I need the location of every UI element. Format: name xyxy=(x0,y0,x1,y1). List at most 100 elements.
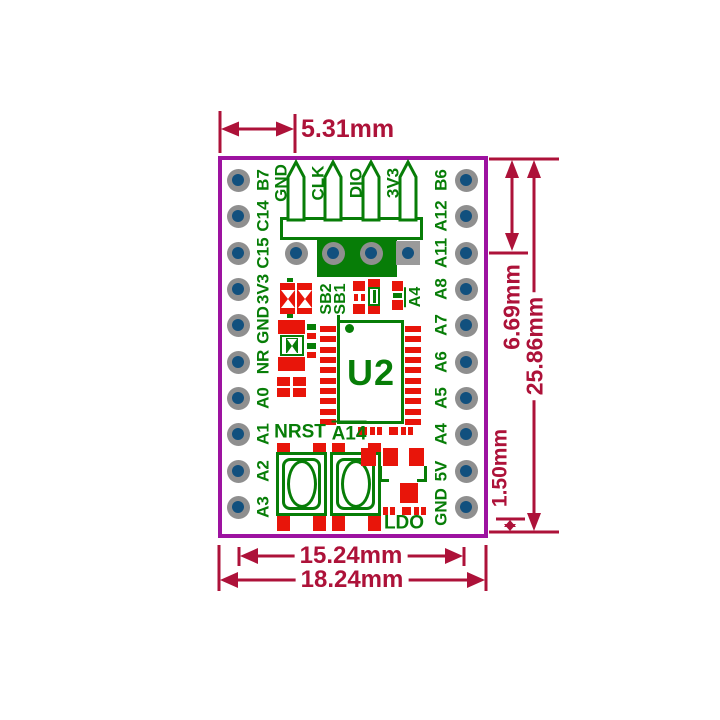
ldo-dash-pad xyxy=(389,427,398,435)
component-pad xyxy=(353,281,365,291)
pin-hole-right xyxy=(454,386,478,410)
component-pad xyxy=(392,300,403,310)
ic-pad-right xyxy=(405,398,421,404)
pin-hole-right xyxy=(454,204,478,228)
ic-pad-left xyxy=(320,326,336,332)
component-pad xyxy=(293,377,306,386)
component-pad xyxy=(368,279,380,287)
pin-hole-left xyxy=(226,386,250,410)
jumper-label-a4: A4 xyxy=(404,286,424,308)
pin-hole-right xyxy=(454,495,478,519)
pin-hole-left xyxy=(226,313,250,337)
ic-pin1-dot xyxy=(345,324,354,333)
button-pad xyxy=(368,515,381,531)
component-pad xyxy=(307,333,316,339)
silk-tick xyxy=(287,314,293,318)
ic-pad-left xyxy=(320,336,336,342)
ic-pad-right xyxy=(405,419,421,425)
ldo-pad xyxy=(361,448,376,466)
ldo-dash-pad xyxy=(370,427,375,435)
pin-label-right: A8 xyxy=(431,278,451,300)
component-pad xyxy=(277,388,290,397)
ldo-dash-pad xyxy=(401,427,406,435)
component-pad xyxy=(353,304,365,314)
dim-board-width: 18.24mm xyxy=(295,567,409,593)
ldo-dash-pad xyxy=(408,427,413,435)
button-cap xyxy=(282,458,321,510)
pin-label-left: 3V3 xyxy=(253,273,273,305)
header-pin-label: DIO xyxy=(346,167,366,199)
pin-hole-left xyxy=(226,350,250,374)
ic-pad-left xyxy=(320,357,336,363)
pin-label-right: A12 xyxy=(431,200,451,232)
ic-pad-left xyxy=(320,347,336,353)
ldo-dash-pad xyxy=(377,427,382,435)
pin-hole-left xyxy=(226,459,250,483)
solder-bridge-pad xyxy=(297,283,312,314)
pin-label-left: GND xyxy=(253,306,273,344)
pin-hole-right xyxy=(454,241,478,265)
ic-pad-right xyxy=(405,336,421,342)
button-cap xyxy=(336,458,375,510)
pin-hole-left xyxy=(226,241,250,265)
silk-dash xyxy=(307,324,316,330)
ic-pad-left xyxy=(320,419,336,425)
button-pad xyxy=(277,515,290,531)
pin-label-left: A1 xyxy=(253,423,273,445)
header-hole xyxy=(321,241,345,265)
ic-pad-right xyxy=(405,367,421,373)
component-pad xyxy=(361,294,365,301)
ic-pad-left xyxy=(320,398,336,404)
button-plunger xyxy=(340,460,371,508)
dim-pin-columns-span: 15.24mm xyxy=(294,543,408,569)
ic-pad-right xyxy=(405,388,421,394)
dim-swd-row-offset: 6.69mm xyxy=(498,264,525,350)
pin-hole-right xyxy=(454,350,478,374)
ic-pad-left xyxy=(320,388,336,394)
ic-pad-right xyxy=(405,326,421,332)
user-button-label: A14 xyxy=(331,420,367,444)
solder-bridge-label-sb1: SB1 xyxy=(332,283,349,315)
component-pad xyxy=(278,357,305,371)
ldo-dash-pad xyxy=(390,507,395,515)
component-pad xyxy=(392,281,403,291)
component-pad xyxy=(293,388,306,397)
ic-pad-right xyxy=(405,347,421,353)
regulator-label: LDO xyxy=(383,512,425,534)
component-pad xyxy=(278,320,305,334)
pin-hole-left xyxy=(226,422,250,446)
ldo-pad xyxy=(383,448,398,466)
silk-corner-bracket xyxy=(417,466,427,482)
pin-label-right: 5V xyxy=(431,460,451,482)
user-button xyxy=(330,452,381,516)
header-hole xyxy=(284,241,308,265)
ldo-dash-pad xyxy=(358,427,367,435)
button-pad xyxy=(313,515,326,531)
ldo-dash-pad xyxy=(402,507,411,515)
pin-hole-right xyxy=(454,422,478,446)
pin-label-right: A7 xyxy=(431,314,451,336)
silk-corner-bracket xyxy=(379,466,389,482)
header-hole xyxy=(359,241,383,265)
header-pin-label: GND xyxy=(271,164,291,202)
pin-hole-right xyxy=(454,459,478,483)
component-mark xyxy=(373,290,376,303)
pin-label-right: GND xyxy=(431,488,451,526)
pin-label-left: C15 xyxy=(253,237,273,269)
dim-bottom-pin-margin: 1.50mm xyxy=(488,428,512,508)
pin-hole-left xyxy=(226,168,250,192)
ldo-dash-pad xyxy=(414,507,419,515)
ic-pad-right xyxy=(405,409,421,415)
ic-pad-right xyxy=(405,378,421,384)
reset-button xyxy=(276,452,327,516)
ldo-dash-pad xyxy=(421,507,426,515)
pin-label-right: B6 xyxy=(431,169,451,191)
pin-label-left: A0 xyxy=(253,387,273,409)
ldo-dash-pad xyxy=(383,507,388,515)
dim-header-pin-offset: 5.31mm xyxy=(301,115,395,143)
dim-board-height: 25.86mm xyxy=(522,291,548,401)
pin-hole-right xyxy=(454,168,478,192)
pin-hole-left xyxy=(226,277,250,301)
solder-bridge-pad xyxy=(280,283,295,314)
